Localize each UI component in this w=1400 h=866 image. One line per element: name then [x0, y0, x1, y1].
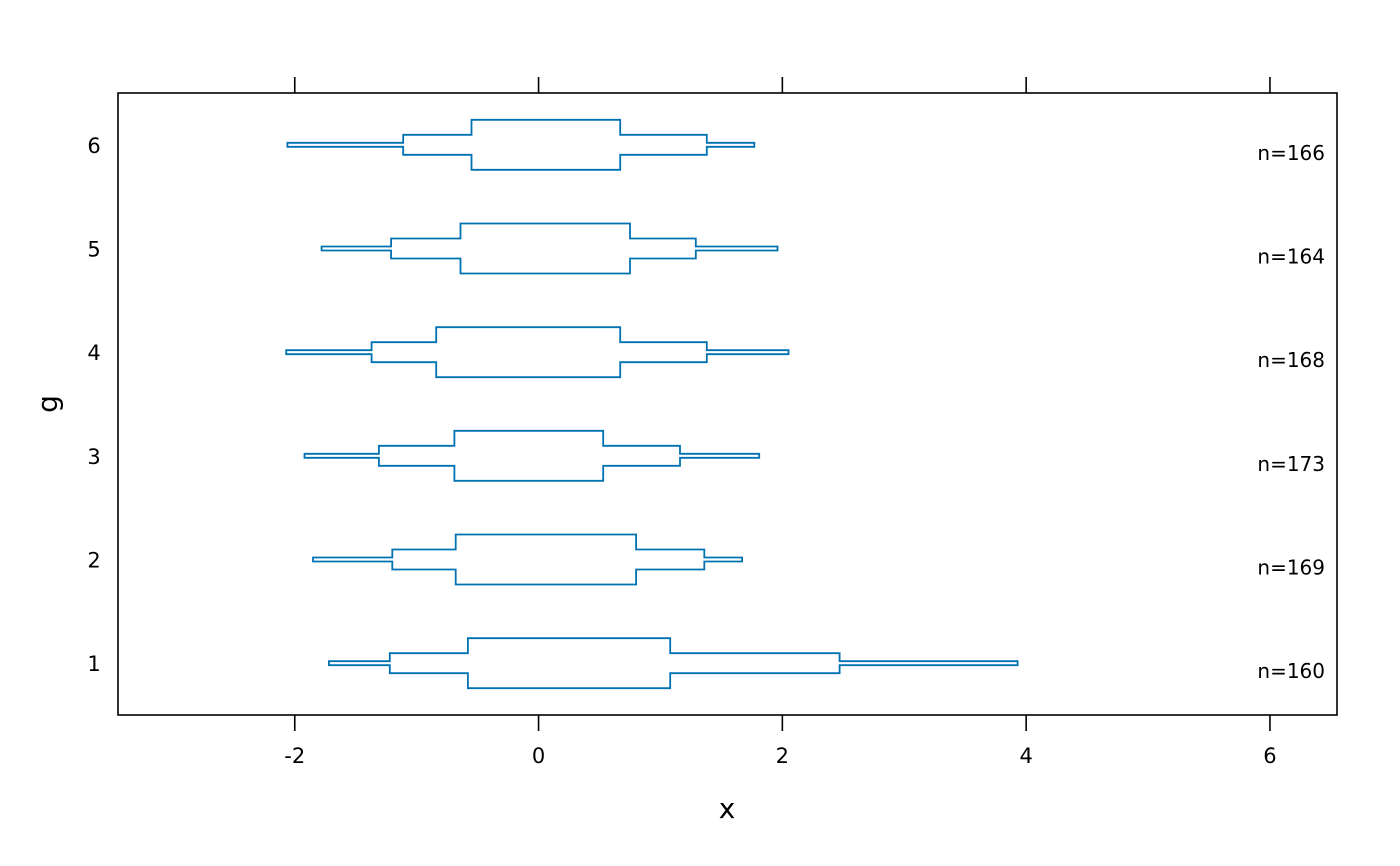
x-tick-label-4: 6 [1263, 744, 1276, 768]
x-tick-label-1: 0 [532, 744, 545, 768]
box-group-4 [285, 326, 790, 379]
x-tick-label-2: 2 [776, 744, 789, 768]
box-group-5 [320, 222, 779, 275]
n-label-group-2: n=169 [1257, 556, 1325, 580]
plot-frame [117, 92, 1338, 716]
y-axis: 1 2 3 4 5 6 [87, 134, 100, 676]
n-label-group-6: n=166 [1257, 141, 1325, 165]
n-label-group-3: n=173 [1257, 452, 1325, 476]
y-axis-title: g [31, 395, 64, 413]
box-series [285, 118, 1019, 690]
box-group-6 [286, 118, 756, 171]
y-tick-label-6: 6 [87, 134, 100, 158]
box-group-3 [303, 429, 761, 482]
y-tick-label-3: 3 [87, 445, 100, 469]
box-group-1 [328, 637, 1019, 690]
y-tick-label-2: 2 [87, 549, 100, 573]
x-axis-title: x [719, 792, 736, 825]
count-labels: n=160 n=169 n=173 n=168 n=164 n=166 [1257, 141, 1325, 683]
x-axis-bottom: -2 0 2 4 6 [284, 715, 1277, 768]
n-label-group-1: n=160 [1257, 659, 1325, 683]
x-axis-top [293, 77, 1271, 93]
x-tick-label-0: -2 [284, 744, 305, 768]
y-tick-label-4: 4 [87, 341, 100, 365]
x-tick-label-3: 4 [1019, 744, 1032, 768]
y-tick-label-1: 1 [87, 652, 100, 676]
y-tick-label-5: 5 [87, 238, 100, 262]
box-group-2 [312, 533, 743, 586]
n-label-group-5: n=164 [1257, 245, 1325, 269]
n-label-group-4: n=168 [1257, 348, 1325, 372]
